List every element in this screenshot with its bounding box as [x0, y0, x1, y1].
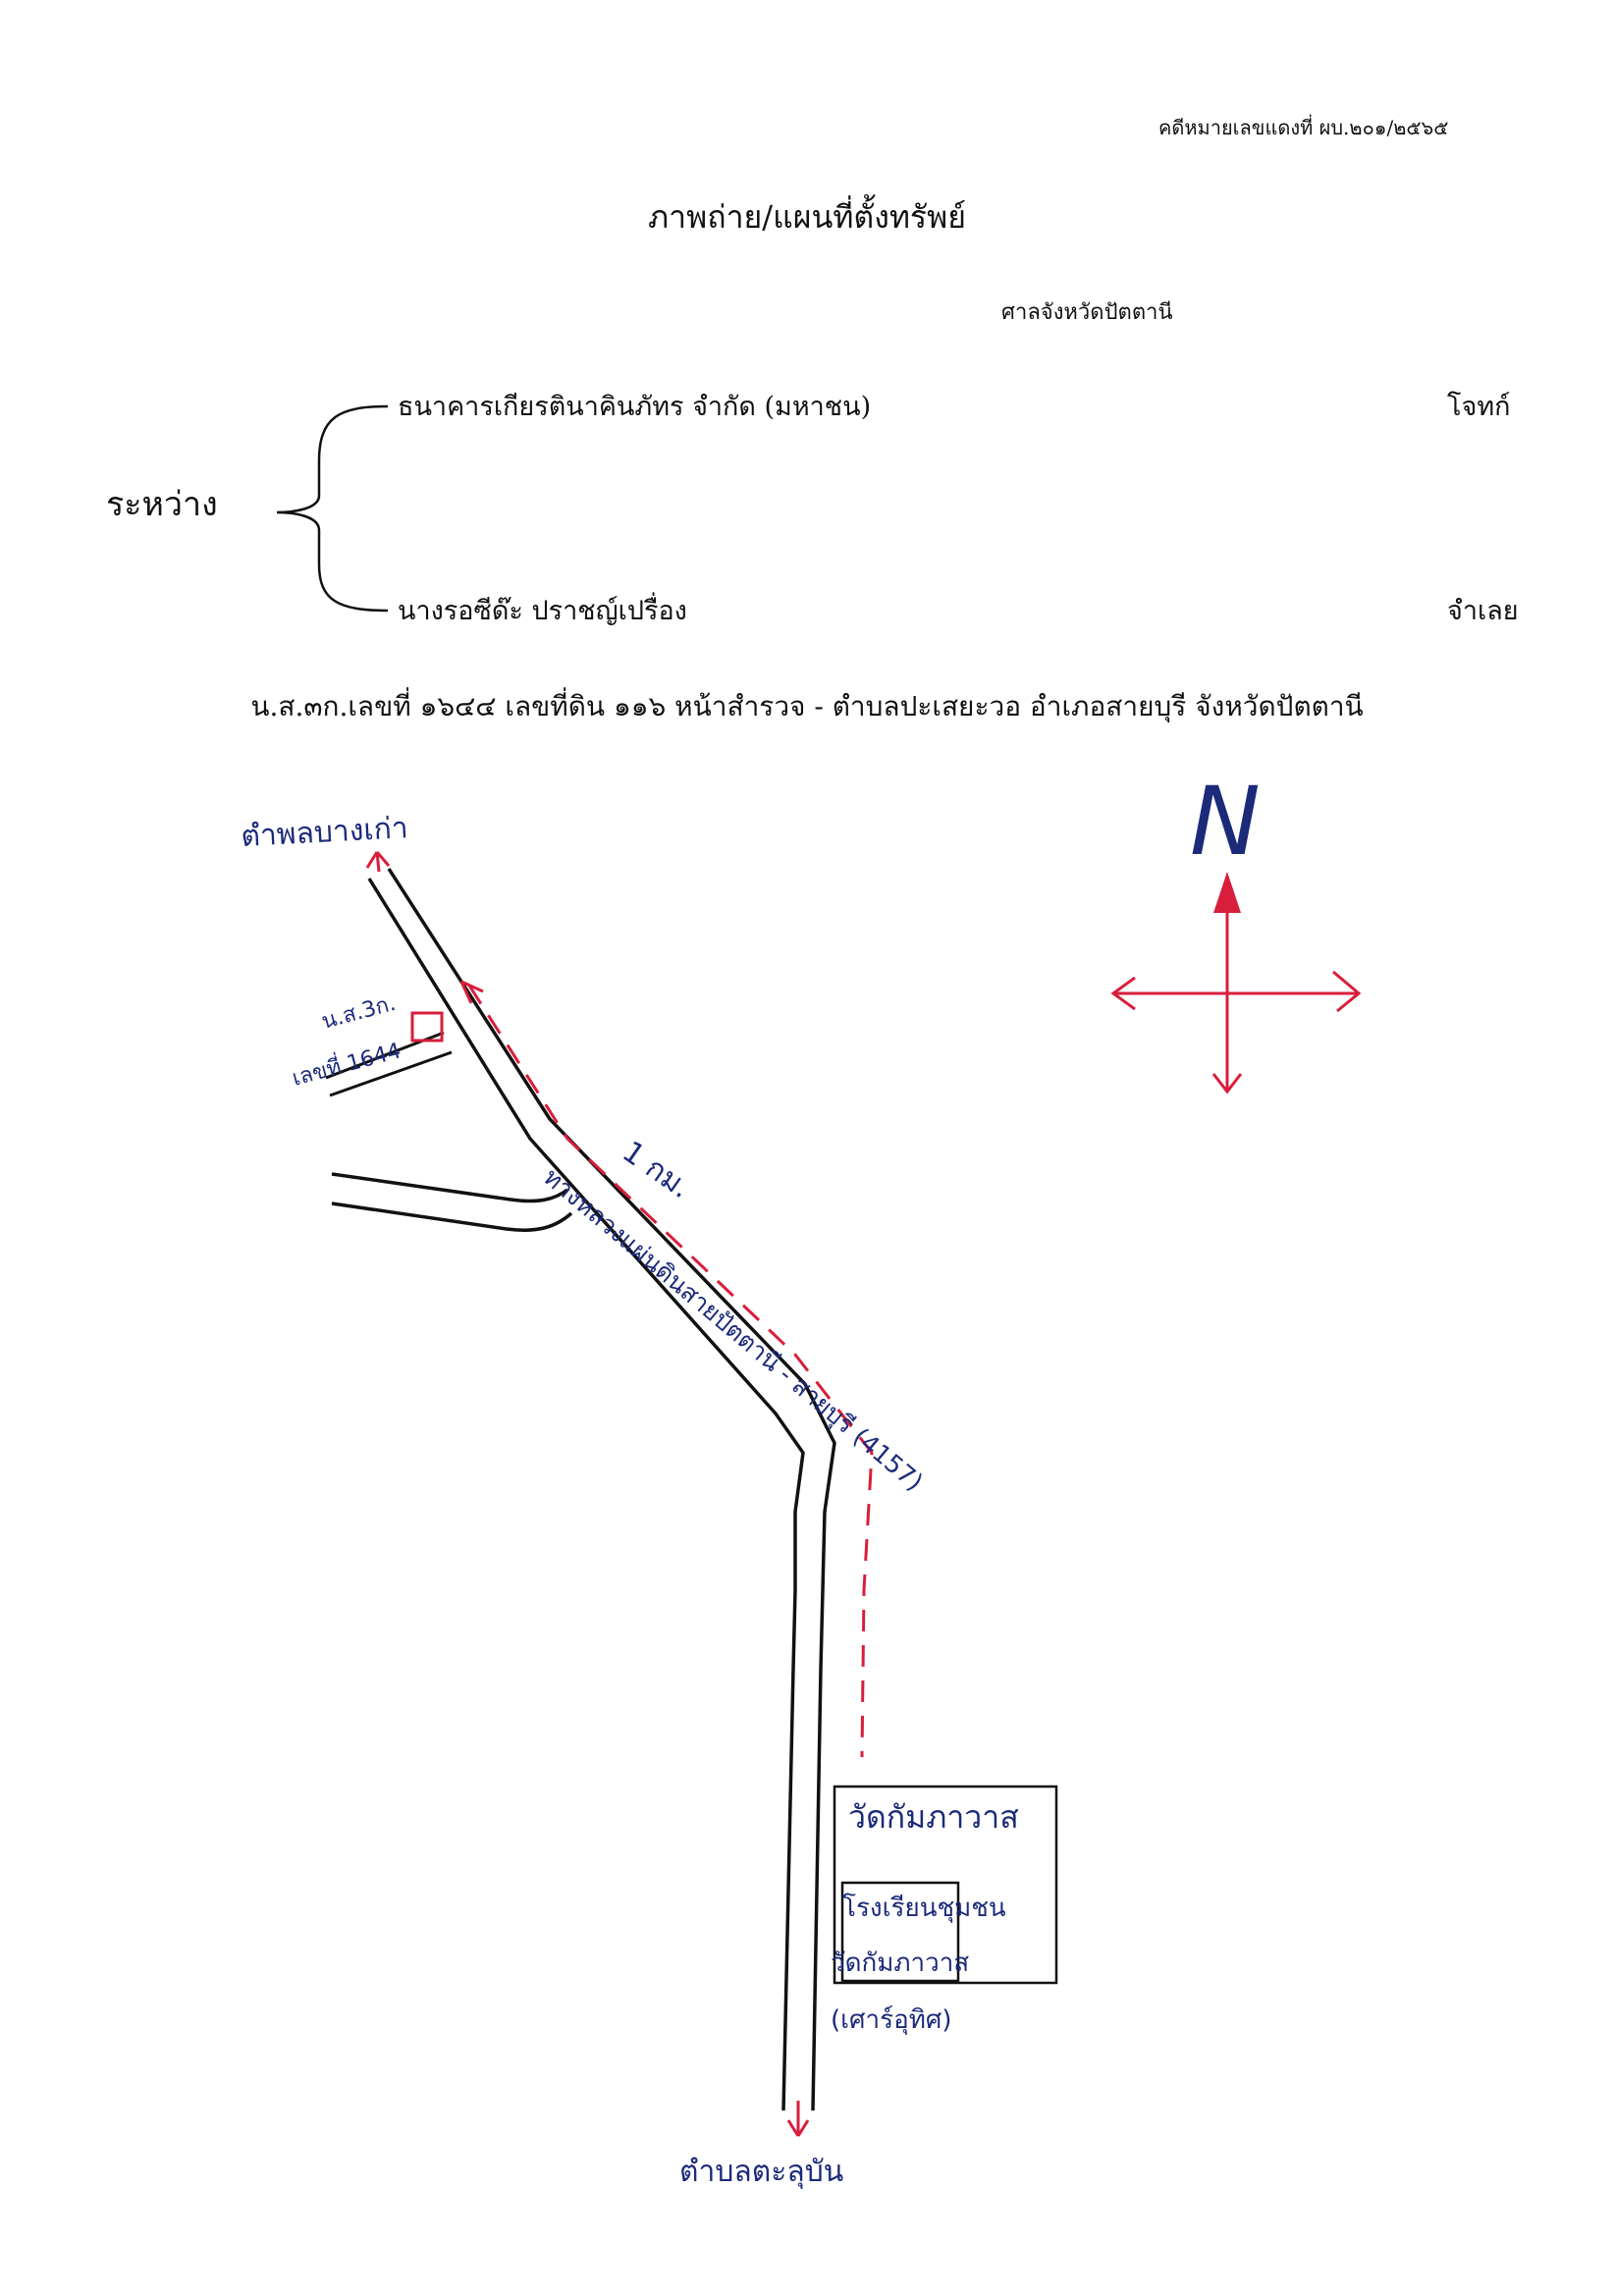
plaintiff-role: โจทก์	[1447, 392, 1511, 422]
bottom-destination-label: ตำบลตะลุบัน	[679, 2155, 843, 2190]
school-label-line2: วัดกัมภาวาส	[831, 1949, 969, 1978]
main-road-edge-left	[367, 878, 805, 2111]
party-brace	[276, 404, 389, 613]
compass-south-arrow-icon	[1211, 1073, 1243, 1095]
school-label-line3: (เศาร์อุทิศ)	[831, 2005, 952, 2035]
plot-label-line2: เลขที่ 1644	[289, 1035, 404, 1091]
main-road-edge-right	[387, 868, 836, 2111]
court-name: ศาลจังหวัดปัตตานี	[1001, 300, 1173, 325]
between-label: ระหว่าง	[106, 485, 218, 524]
north-road-arrow-icon	[365, 851, 391, 873]
plaintiff-name: ธนาคารเกียรตินาคินภัทร จำกัด (มหาชน)	[398, 392, 872, 422]
side-road	[331, 1172, 573, 1232]
defendant-name: นางรอซีด๊ะ ปราชญ์เปรื่อง	[398, 596, 687, 626]
plot-label-line1: น.ส.3ก.	[319, 991, 399, 1035]
north-label: N	[1190, 767, 1261, 877]
temple-boundary	[833, 1785, 1058, 1985]
plot-marker	[410, 1011, 444, 1042]
compass-west-arrow-icon	[1110, 976, 1136, 1011]
case-number: คดีหมายเลขแดงที่ ผบ.๒๐๑/๒๕๖๕	[1158, 116, 1449, 139]
distance-dashed-line	[467, 985, 874, 1758]
compass-east-arrow-icon	[1332, 970, 1362, 1013]
south-road-arrow-icon	[786, 2101, 810, 2137]
defendant-role: จำเลย	[1447, 596, 1519, 626]
temple-label: วัดกัมภาวาส	[848, 1798, 1019, 1836]
distance-arrow-icon	[459, 980, 484, 1004]
north-arrow-icon	[1213, 872, 1241, 913]
land-description: น.ส.๓ก.เลขที่ ๑๖๔๔ เลขที่ดิน ๑๑๖ หน้าสำร…	[250, 690, 1364, 722]
school-label-line1: โรงเรียนชุมชน	[842, 1893, 1006, 1923]
top-destination-label: ตำพลบางเก่า	[241, 811, 409, 854]
road-label: ทางหลวงแผ่นดินสายปัตตานี - สายบุรี (4157…	[538, 1162, 929, 1497]
document-title: ภาพถ่าย/แผนที่ตั้งทรัพย์	[648, 198, 966, 236]
